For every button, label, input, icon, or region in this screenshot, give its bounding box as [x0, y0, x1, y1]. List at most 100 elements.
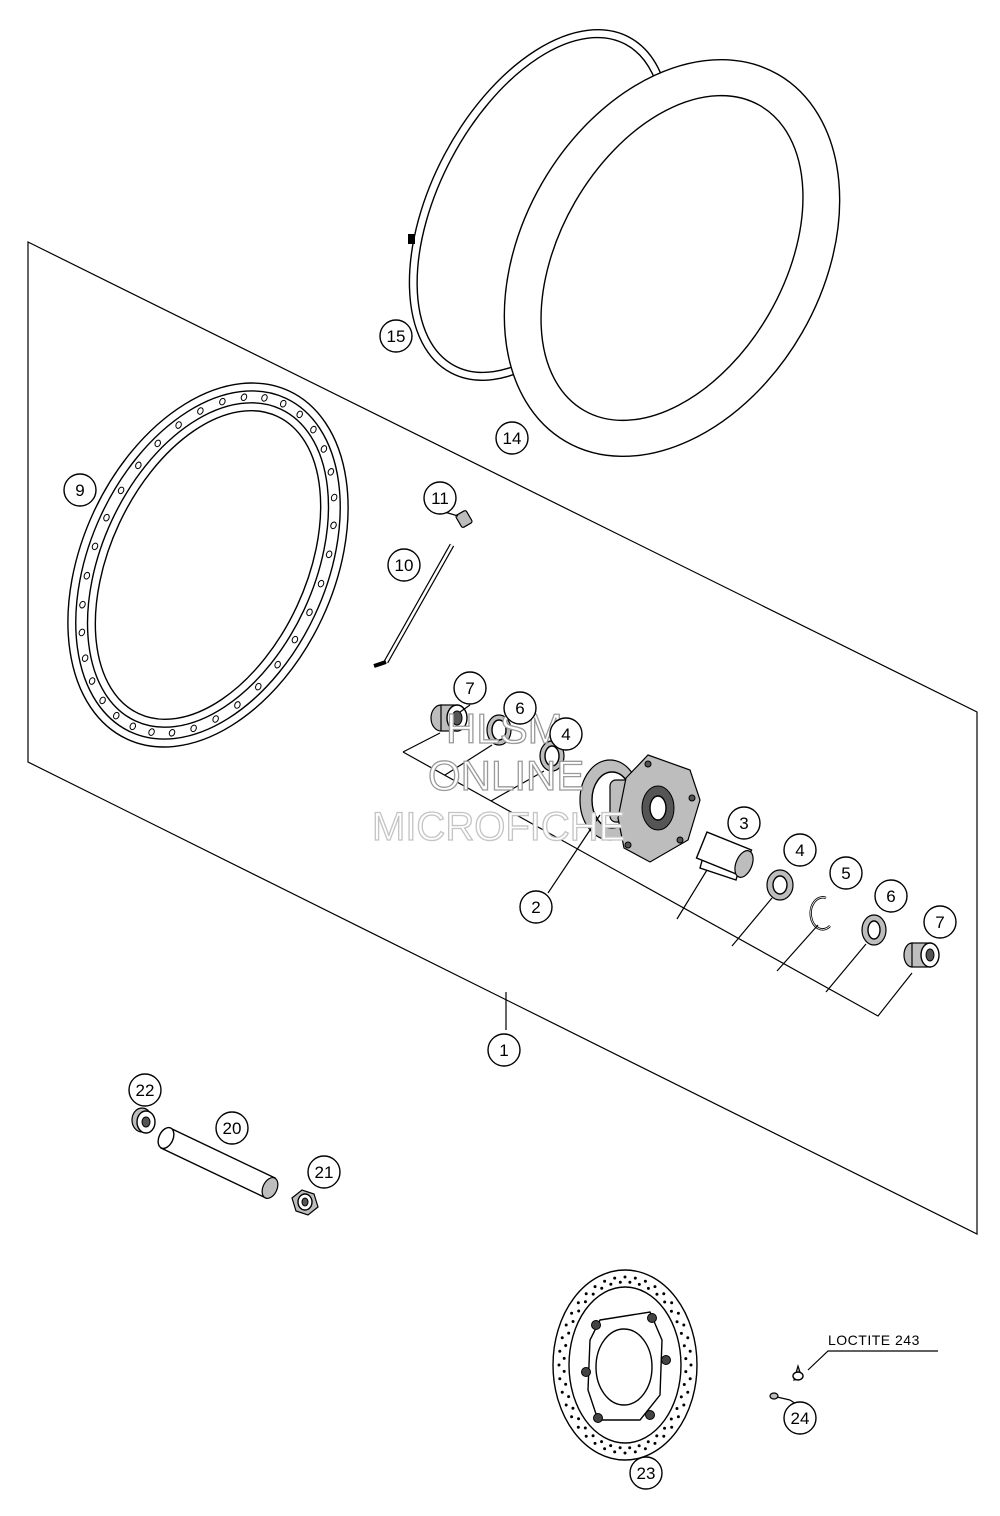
- disc-hole: [623, 1451, 627, 1455]
- part-disc-screw: [769, 1363, 804, 1401]
- rim-hole: [175, 421, 182, 429]
- svg-text:9: 9: [75, 481, 84, 500]
- disc-hole: [663, 1426, 667, 1430]
- part-axle: [157, 1126, 279, 1199]
- part-brake-disc: [552, 1269, 698, 1461]
- rim-hole: [154, 439, 161, 448]
- brake-disc-holes: [557, 1275, 693, 1455]
- disc-hole: [584, 1292, 588, 1296]
- disc-hole: [686, 1390, 690, 1394]
- part-axle-nut-left: [131, 1107, 156, 1134]
- rim-band-valve-mark: [408, 234, 415, 244]
- callout-23: 23: [629, 1456, 663, 1490]
- disc-hole: [688, 1377, 692, 1381]
- svg-text:2: 2: [531, 898, 540, 917]
- disc-bolt: [593, 1413, 603, 1423]
- disc-hole: [618, 1446, 622, 1450]
- svg-text:22: 22: [136, 1081, 155, 1100]
- disc-hole: [669, 1417, 673, 1421]
- disc-hole: [679, 1331, 683, 1335]
- disc-hole: [571, 1406, 575, 1410]
- svg-text:7: 7: [935, 913, 944, 932]
- disc-hole: [684, 1357, 688, 1361]
- part-spacer-right: [903, 942, 940, 968]
- svg-text:23: 23: [637, 1464, 656, 1483]
- disc-hole: [577, 1417, 581, 1421]
- disc-hole: [560, 1336, 564, 1340]
- svg-text:5: 5: [841, 864, 850, 883]
- callout-3: 3: [727, 806, 761, 840]
- disc-hole: [613, 1450, 617, 1454]
- svg-text:21: 21: [315, 1163, 334, 1182]
- svg-text:6: 6: [886, 887, 895, 906]
- disc-hole: [653, 1285, 657, 1289]
- svg-text:14: 14: [503, 429, 522, 448]
- disc-hole: [562, 1356, 566, 1360]
- disc-hole: [686, 1336, 690, 1340]
- watermark-line2: ONLINE: [428, 752, 584, 799]
- rim-hole: [117, 486, 125, 495]
- svg-text:10: 10: [395, 556, 414, 575]
- callout-22: 22: [128, 1073, 162, 1107]
- rim-hole: [212, 715, 219, 723]
- brake-disc-bolts: [581, 1313, 671, 1423]
- disc-hole: [646, 1286, 650, 1290]
- part-rim: [67, 382, 349, 748]
- disc-hole: [682, 1403, 686, 1407]
- disc-bolt: [661, 1355, 671, 1365]
- rim-hole: [103, 513, 110, 522]
- disc-hole: [689, 1363, 693, 1367]
- watermark: HLSM ONLINE MICROFICHE: [371, 704, 626, 849]
- part-spacer-left: [430, 704, 468, 732]
- rim-hole: [79, 600, 86, 609]
- svg-text:6: 6: [515, 699, 524, 718]
- part-spoke: [373, 543, 455, 668]
- disc-hole: [662, 1292, 666, 1296]
- rim-hole: [279, 399, 287, 408]
- disc-hole: [643, 1279, 647, 1283]
- callout-10: 10: [387, 548, 421, 582]
- disc-hole: [682, 1323, 686, 1327]
- rim-hole: [320, 445, 328, 453]
- watermark-line3: MICROFICHE: [372, 805, 625, 849]
- disc-hole: [567, 1331, 571, 1335]
- disc-hole: [564, 1323, 568, 1327]
- loctite-note: LOCTITE 243: [828, 1332, 920, 1348]
- svg-text:7: 7: [465, 679, 474, 698]
- disc-hole: [655, 1434, 659, 1438]
- disc-hole: [584, 1434, 588, 1438]
- disc-hole: [576, 1425, 580, 1429]
- disc-hole: [583, 1300, 587, 1304]
- disc-hole: [576, 1301, 580, 1305]
- disc-hole: [670, 1425, 674, 1429]
- disc-hole: [682, 1344, 686, 1348]
- disc-hole: [564, 1382, 568, 1386]
- rim-hole: [330, 521, 337, 530]
- callout-labels: 1 2 3 4 4 5 6 6 7 7 9 10 11 14 15 20 21 …: [63, 319, 957, 1490]
- svg-text:15: 15: [387, 327, 406, 346]
- disc-hole: [613, 1276, 617, 1280]
- disc-bolt: [591, 1320, 601, 1330]
- disc-hole: [637, 1444, 641, 1448]
- callout-24: 24: [783, 1401, 817, 1435]
- disc-hole: [557, 1363, 561, 1367]
- disc-hole: [558, 1349, 562, 1353]
- rim-hole: [325, 550, 333, 559]
- rim-hole: [148, 728, 155, 736]
- part-hub: [579, 754, 701, 863]
- disc-bolt: [581, 1367, 591, 1377]
- callout-4-left: 4: [549, 717, 583, 751]
- disc-hole: [567, 1395, 571, 1399]
- disc-hole: [564, 1344, 568, 1348]
- rim-hole: [261, 394, 268, 402]
- disc-hole: [663, 1300, 667, 1304]
- disc-hole: [675, 1320, 679, 1324]
- rim-hole: [81, 654, 89, 662]
- disc-hole: [684, 1370, 688, 1374]
- svg-text:4: 4: [795, 841, 804, 860]
- callout-1: 1: [487, 1033, 521, 1067]
- disc-hole: [655, 1292, 659, 1296]
- disc-hole: [609, 1444, 613, 1448]
- assembly-boundary: [27, 241, 978, 1235]
